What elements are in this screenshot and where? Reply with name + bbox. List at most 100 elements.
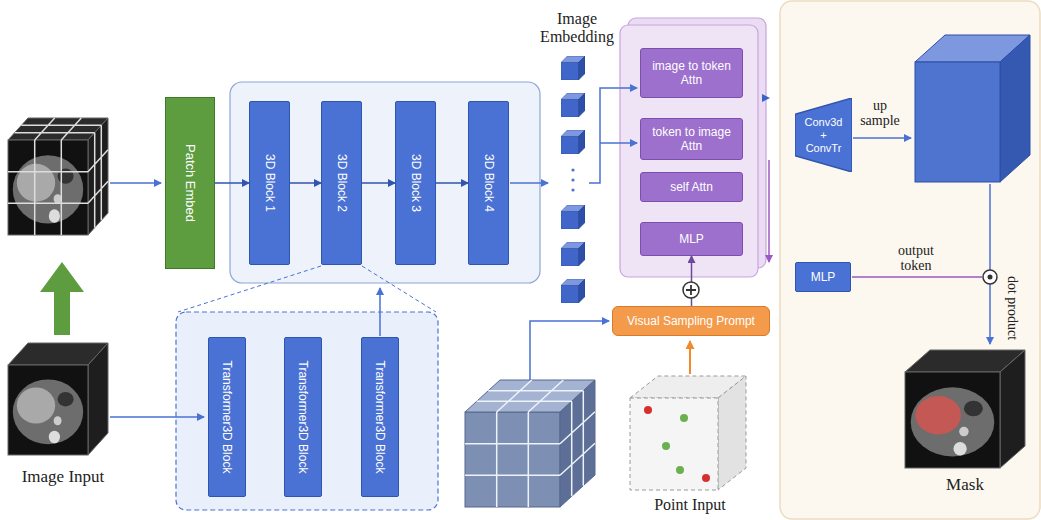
- node-text: MLP: [811, 270, 836, 284]
- dot-product-symbol: [983, 270, 997, 284]
- flow-arrows: [530, 321, 609, 384]
- node-text: MLP: [679, 232, 704, 246]
- ct-input-cube: [8, 118, 108, 235]
- mlp-box: MLP: [795, 262, 851, 292]
- ct-input-cube: [88, 118, 108, 235]
- block-box: 3D Block 3: [395, 101, 436, 265]
- point-cube: [702, 474, 710, 482]
- attention-box: self Attn: [640, 172, 743, 202]
- flow-arrows: [110, 416, 204, 418]
- encoder-panel: [230, 82, 540, 283]
- transformer-box: Transformer3D Block: [208, 337, 246, 497]
- node-text: 3D Block 1: [262, 154, 276, 212]
- embed-box: Patch Embed: [165, 97, 215, 269]
- connector-arrow: [290, 182, 321, 184]
- add-symbol: [683, 282, 699, 298]
- transformer-panel: [176, 312, 438, 510]
- add-symbol: [683, 282, 699, 298]
- decoder-panel: [620, 25, 758, 277]
- block-box: 3D Block 1: [249, 101, 290, 265]
- zoom-lines: [178, 266, 321, 312]
- output-arrows: [852, 276, 982, 278]
- feature-cube-grid: [560, 380, 595, 507]
- up-arrow: [40, 262, 84, 335]
- mask-volume-cube: [1000, 35, 1030, 182]
- ct-mask-cube: [1000, 350, 1025, 468]
- flow-arrows: [110, 182, 161, 184]
- prompt-box: Visual Sampling Prompt: [612, 306, 770, 336]
- ct-input-cube: [8, 140, 88, 235]
- node-text: Conv3d + ConvTr: [802, 116, 846, 155]
- transformer-box: Transformer3D Block: [284, 337, 322, 497]
- caption-label: Image Input: [8, 468, 118, 487]
- node-text: Visual Sampling Prompt: [627, 314, 755, 328]
- dot-product-symbol: [988, 275, 993, 280]
- attention-box: token to image Attn: [640, 118, 743, 160]
- decoder-panel: [620, 18, 766, 277]
- up-arrow: [40, 262, 84, 335]
- feature-cube-grid: [560, 391, 595, 497]
- embedding-cubes: [561, 56, 585, 303]
- embedding-cubes: [561, 130, 585, 154]
- conv-trapezoid: Conv3d + ConvTr: [795, 98, 852, 172]
- embedding-cubes: [561, 242, 585, 266]
- embedding-cubes: [561, 56, 585, 80]
- caption-label: Point Input: [630, 496, 750, 514]
- add-symbol: [686, 285, 696, 295]
- transformer-panel: [176, 312, 438, 510]
- ct-volume-cube: [88, 343, 108, 455]
- point-cube: [680, 414, 688, 422]
- ct-mask-cube: [905, 372, 1000, 468]
- prompt-arrow: [689, 341, 691, 374]
- output-arrows: [989, 184, 991, 344]
- point-cube: [644, 406, 652, 414]
- feature-cube-grid: [465, 380, 595, 507]
- flow-arrows: [510, 182, 548, 184]
- zoom-lines: [178, 266, 436, 312]
- ct-input-cube: [8, 140, 88, 235]
- point-cube: [676, 466, 684, 474]
- block-box: 3D Block 2: [321, 101, 362, 265]
- attention-box: image to token Attn: [640, 48, 743, 98]
- caption-label: Mask: [915, 476, 1015, 495]
- feature-cube-grid: [465, 380, 595, 507]
- output-arrows: [852, 138, 990, 344]
- connector-arrow: [215, 182, 249, 184]
- node-text: self Attn: [670, 180, 713, 194]
- point-cube: [718, 376, 746, 490]
- mlp-box: MLP: [640, 222, 743, 256]
- node-text: 3D Block 2: [334, 154, 348, 212]
- embedding-cubes: [571, 168, 574, 171]
- output-panel: [780, 1, 1040, 519]
- embedding-cubes: [561, 93, 585, 117]
- connector-arrow: [436, 182, 468, 184]
- dot-product-symbol: [983, 270, 997, 284]
- connector-arrow: [768, 160, 770, 262]
- zoom-lines: [362, 266, 436, 312]
- block-box: 3D Block 4: [468, 101, 509, 265]
- arrow-label: output token: [888, 243, 944, 274]
- node-text: 3D Block 3: [408, 154, 422, 212]
- flow-arrows: [589, 88, 637, 183]
- ct-input-cube: [15, 118, 102, 140]
- node-text: 3D Block 4: [481, 154, 495, 212]
- point-cube: [630, 376, 746, 490]
- arrow-label: dot product: [1004, 276, 1019, 340]
- point-cube: [662, 442, 670, 450]
- trapezoid-shape: [795, 98, 852, 172]
- mask-volume-cube: [915, 35, 1030, 182]
- connector-arrow: [362, 182, 395, 184]
- ct-volume-cube: [8, 343, 108, 455]
- flow-arrows: [379, 288, 381, 336]
- prompt-arrow: [690, 341, 691, 374]
- transformer-box: Transformer3D Block: [361, 337, 399, 497]
- ct-input-cube: [8, 140, 88, 235]
- node-text: Transformer3D Block: [220, 361, 234, 474]
- feature-cube-grid: [477, 380, 584, 412]
- ct-volume-cube: [8, 365, 88, 455]
- embedding-cubes: [571, 178, 574, 181]
